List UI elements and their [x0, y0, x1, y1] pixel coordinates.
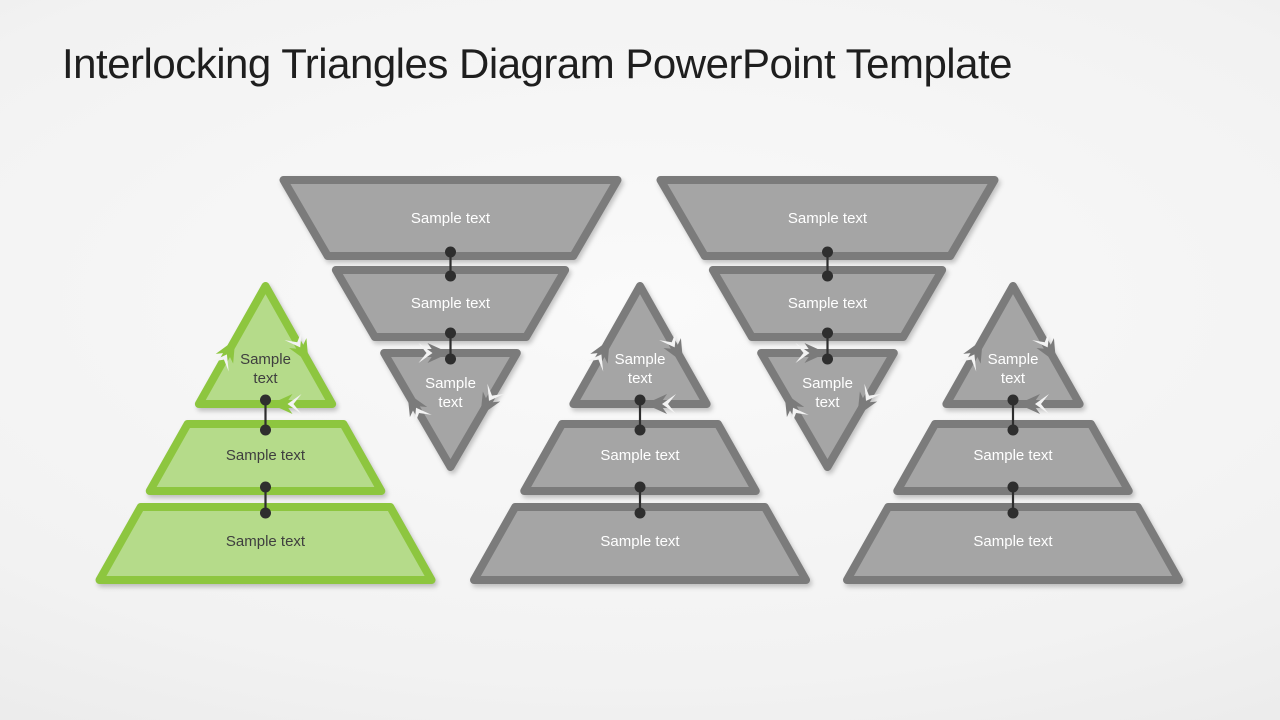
clockwise-edge-arrow-icon: [1032, 330, 1057, 363]
tier-connector: [1007, 394, 1019, 436]
connector-dot-icon: [1007, 481, 1019, 493]
pyramid-green-tier2-shape[interactable]: [145, 420, 386, 495]
clockwise-edge-arrow-icon: [857, 383, 882, 416]
tier-connector: [634, 394, 646, 436]
funnel-gray-2-tier3-shape[interactable]: [757, 349, 898, 471]
tier-connector: [1007, 481, 1019, 519]
clockwise-edge-arrow-icon: [270, 394, 302, 414]
connector-dot-icon: [822, 246, 833, 258]
pyramid-green-tier1-shape[interactable]: [194, 282, 337, 408]
connector-dot-icon: [445, 353, 456, 365]
connector-dot-icon: [634, 507, 646, 519]
pyramid-gray-2-tier2-shape[interactable]: [893, 420, 1133, 495]
connector-dot-icon: [260, 394, 271, 406]
clockwise-edge-arrow-icon: [585, 339, 610, 372]
tier-connector: [445, 246, 456, 282]
clockwise-edge-arrow-icon: [958, 339, 983, 372]
tier-connector: [634, 481, 646, 519]
connector-dot-icon: [260, 424, 271, 436]
clockwise-edge-arrow-icon: [407, 393, 432, 425]
clockwise-edge-arrow-icon: [795, 343, 827, 363]
funnel-gray-2-tier2-shape[interactable]: [708, 266, 947, 341]
clockwise-edge-arrow-icon: [284, 330, 309, 363]
connector-dot-icon: [445, 327, 456, 339]
clockwise-edge-arrow-icon: [211, 339, 236, 372]
connector-dot-icon: [445, 246, 456, 258]
connector-dot-icon: [445, 270, 456, 282]
connector-dot-icon: [634, 481, 646, 493]
clockwise-edge-arrow-icon: [659, 330, 684, 363]
tier-connector: [260, 394, 271, 436]
connector-dot-icon: [634, 424, 646, 436]
connector-dot-icon: [1007, 507, 1019, 519]
pyramid-gray-2-tier3-shape[interactable]: [843, 503, 1183, 584]
clockwise-edge-arrow-icon: [1018, 394, 1049, 414]
connector-dot-icon: [260, 507, 271, 519]
connector-dot-icon: [634, 394, 646, 406]
pyramid-gray-1-tier1-shape[interactable]: [569, 282, 711, 408]
tier-connector: [260, 481, 271, 519]
pyramid-green-tier3-shape[interactable]: [95, 503, 436, 584]
funnel-gray-2-tier1-shape[interactable]: [656, 176, 999, 260]
funnel-gray-1-tier3-shape[interactable]: [380, 349, 521, 471]
tier-connector: [445, 327, 456, 365]
clockwise-edge-arrow-icon: [418, 343, 450, 363]
clockwise-edge-arrow-icon: [480, 383, 505, 416]
connector-dot-icon: [260, 481, 271, 493]
funnel-gray-1-tier1-shape[interactable]: [279, 176, 622, 260]
connector-dot-icon: [822, 270, 833, 282]
connector-dot-icon: [1007, 394, 1019, 406]
clockwise-edge-arrow-icon: [784, 393, 809, 425]
tier-connector: [822, 246, 833, 282]
slide-title: Interlocking Triangles Diagram PowerPoin…: [62, 40, 1013, 87]
pyramid-gray-2-tier1-shape[interactable]: [942, 282, 1084, 408]
pyramid-gray-1-tier2-shape[interactable]: [520, 420, 760, 495]
connector-dot-icon: [822, 327, 833, 339]
connector-dot-icon: [1007, 424, 1019, 436]
connector-dot-icon: [822, 353, 833, 365]
clockwise-edge-arrow-icon: [645, 394, 676, 414]
funnel-gray-1-tier2-shape[interactable]: [331, 266, 570, 341]
tier-connector: [822, 327, 833, 365]
pyramid-gray-1-tier3-shape[interactable]: [470, 503, 810, 584]
